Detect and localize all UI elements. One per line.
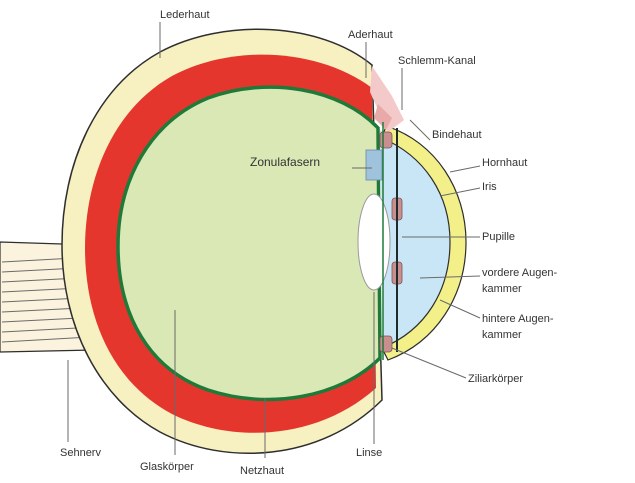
label-ziliarkoerper: Ziliarkörper bbox=[468, 373, 523, 385]
label-lederhaut: Lederhaut bbox=[160, 9, 210, 21]
lens bbox=[358, 194, 390, 290]
label-glaskoerper: Glaskörper bbox=[140, 461, 194, 473]
label-bindehaut: Bindehaut bbox=[432, 129, 482, 141]
label-vordere-augenkammer-2: kammer bbox=[482, 283, 522, 295]
label-schlemm-kanal: Schlemm-Kanal bbox=[398, 55, 476, 67]
aqueous-chamber bbox=[380, 130, 452, 356]
label-aderhaut: Aderhaut bbox=[348, 29, 393, 41]
ciliary-body-upper bbox=[380, 132, 392, 148]
label-linse: Linse bbox=[356, 447, 382, 459]
label-iris: Iris bbox=[482, 181, 497, 193]
label-sehnerv: Sehnerv bbox=[60, 447, 101, 459]
label-netzhaut: Netzhaut bbox=[240, 465, 284, 477]
label-hintere-augenkammer-1: hintere Augen- bbox=[482, 313, 554, 325]
label-hornhaut: Hornhaut bbox=[482, 157, 527, 169]
label-pupille: Pupille bbox=[482, 231, 515, 243]
label-zonulafasern: Zonulafasern bbox=[250, 155, 320, 169]
label-vordere-augenkammer-1: vordere Augen- bbox=[482, 267, 558, 279]
label-hintere-augenkammer-2: kammer bbox=[482, 329, 522, 341]
vitreous-body bbox=[118, 87, 380, 399]
ciliary-body-lower bbox=[380, 336, 392, 352]
zonular-fibres bbox=[366, 150, 382, 180]
